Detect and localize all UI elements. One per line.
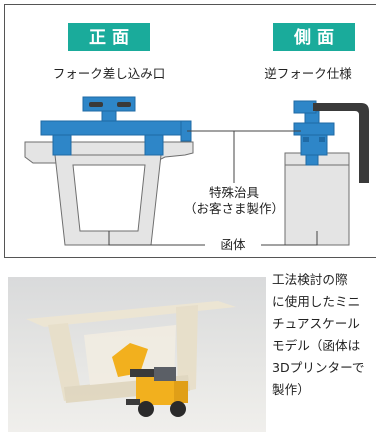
side-title-badge — [273, 23, 355, 51]
fork-slot-left — [89, 102, 103, 107]
side-title: 側 面 — [293, 27, 334, 48]
forklift-model — [112, 343, 188, 417]
reverse-fork-label: 逆フォーク仕様 — [264, 66, 352, 81]
caption-line-2: に使用したミニ — [272, 294, 361, 309]
jig-diagram: 正 面 側 面 フォーク差し込み口 逆フォーク仕様 — [24, 23, 369, 252]
caption-line-5: 3Dプリンターで — [272, 360, 365, 375]
caption-line-4: モデル（函体は — [272, 338, 361, 353]
fork-slot-label: フォーク差し込み口 — [53, 66, 166, 81]
model-photo — [8, 277, 266, 432]
jig-label-line2: （お客さま製作） — [184, 201, 284, 216]
fork-slot-right — [117, 102, 131, 107]
front-jig — [40, 96, 192, 156]
box-girder-label: 函体 — [220, 237, 246, 252]
diagram-panel: 正 面 側 面 フォーク差し込み口 逆フォーク仕様 — [4, 4, 376, 258]
box-bracket-right — [261, 231, 318, 246]
caption-line-6: 製作） — [272, 382, 310, 397]
caption-line-3: チュアスケール — [272, 316, 360, 331]
front-title-badge — [68, 23, 150, 51]
jig-label-line1: 特殊治具 — [209, 185, 260, 200]
front-title: 正 面 — [89, 28, 129, 48]
caption-line-1: 工法検討の際 — [272, 272, 348, 287]
box-bracket-left — [108, 231, 205, 246]
reverse-fork — [313, 103, 369, 183]
photo-caption: 工法検討の際 に使用したミニ チュアスケール モデル（函体は 3Dプリンターで … — [272, 269, 376, 401]
side-jig — [293, 100, 335, 166]
front-box-girder — [24, 141, 194, 246]
